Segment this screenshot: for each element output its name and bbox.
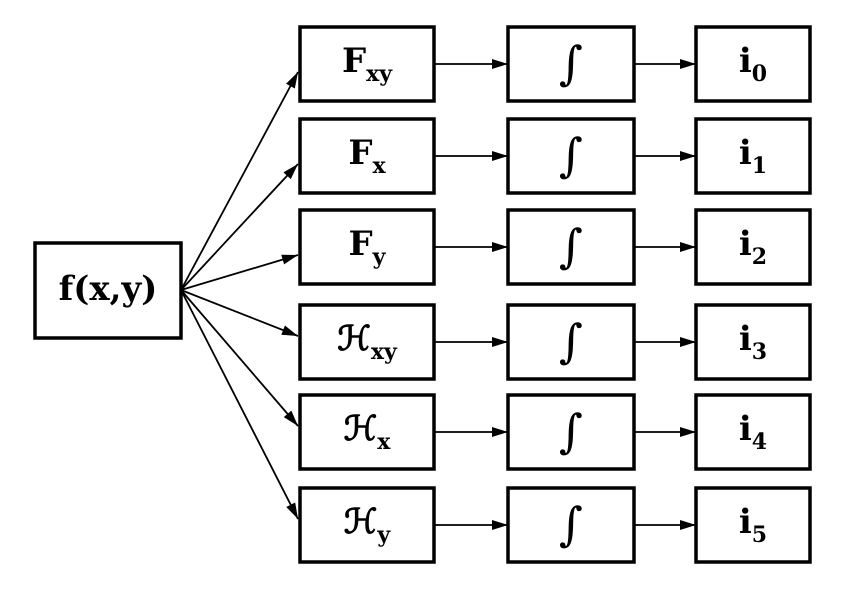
output-label-0: i0 xyxy=(739,41,767,87)
connectors xyxy=(180,59,696,530)
integral-icon-5: ∫ xyxy=(559,497,583,551)
output-label-1: i1 xyxy=(739,133,767,179)
integrator-to-output-arrow-2-head xyxy=(680,242,696,252)
integrator-to-output-arrow-0-head xyxy=(680,59,696,69)
filter-to-integrator-arrow-0-head xyxy=(492,59,508,69)
fan-arrow-1 xyxy=(180,163,299,291)
fan-arrow-5 xyxy=(180,289,299,520)
fan-arrow-4-head xyxy=(283,410,298,426)
row-3: ℋxy ∫ i3 xyxy=(298,303,812,381)
integrator-box-0 xyxy=(506,25,636,103)
fan-arrow-3-head xyxy=(281,325,298,336)
integrator-box-5 xyxy=(506,486,636,564)
filter-to-integrator-arrow-1 xyxy=(434,151,508,161)
integrator-to-output-arrow-1 xyxy=(634,151,696,161)
filter-label-4: ℋx xyxy=(344,409,392,455)
filter-box-4 xyxy=(298,393,436,471)
integrator-box-2 xyxy=(506,208,636,286)
row-2: Fy ∫ i2 xyxy=(298,208,812,286)
fan-arrow-2-head xyxy=(281,254,298,265)
filter-box-2 xyxy=(298,208,436,286)
fan-arrow-3 xyxy=(180,289,299,337)
filter-to-integrator-arrow-0 xyxy=(434,59,508,69)
integrator-box-3 xyxy=(506,303,636,381)
output-label-4: i4 xyxy=(739,409,767,455)
integrator-to-output-arrow-5 xyxy=(634,520,696,530)
filter-to-integrator-arrow-5-head xyxy=(492,520,508,530)
output-box-5 xyxy=(694,486,812,564)
integral-icon-0: ∫ xyxy=(559,36,583,90)
filter-to-integrator-arrow-1-head xyxy=(492,151,508,161)
integrator-box-1 xyxy=(506,117,636,195)
integrator-to-output-arrow-0 xyxy=(634,59,696,69)
filter-to-integrator-arrow-2-head xyxy=(492,242,508,252)
output-label-5: i5 xyxy=(739,502,767,548)
filter-to-integrator-arrow-3 xyxy=(434,337,508,347)
filter-to-integrator-arrow-3-head xyxy=(492,337,508,347)
row-0: Fxy ∫ i0 xyxy=(298,25,812,103)
output-box-3 xyxy=(694,303,812,381)
filter-to-integrator-arrow-4 xyxy=(434,427,508,437)
integrator-box-4 xyxy=(506,393,636,471)
source-block: f(x,y) xyxy=(33,241,183,340)
filter-to-integrator-arrow-4-head xyxy=(492,427,508,437)
filter-label-3: ℋxy xyxy=(337,319,398,365)
integrator-to-output-arrow-1-head xyxy=(680,151,696,161)
fan-arrow-5-head xyxy=(286,502,298,519)
integral-icon-1: ∫ xyxy=(559,128,583,182)
output-box-0 xyxy=(694,25,812,103)
filter-label-5: ℋy xyxy=(344,502,392,548)
integrator-to-output-arrow-3 xyxy=(634,337,696,347)
output-box-2 xyxy=(694,208,812,286)
filter-box-1 xyxy=(298,117,436,195)
output-box-1 xyxy=(694,117,812,195)
fan-arrow-1-head xyxy=(283,164,298,180)
filter-to-integrator-arrow-5 xyxy=(434,520,508,530)
row-1: Fx ∫ i1 xyxy=(298,117,812,195)
fan-arrow-2 xyxy=(180,254,299,291)
integrator-to-output-arrow-2 xyxy=(634,242,696,252)
integrator-to-output-arrow-4-head xyxy=(680,427,696,437)
integrator-to-output-arrow-5-head xyxy=(680,520,696,530)
integrator-to-output-arrow-3-head xyxy=(680,337,696,347)
filter-to-integrator-arrow-2 xyxy=(434,242,508,252)
integral-icon-4: ∫ xyxy=(559,404,583,458)
fan-arrow-0-head xyxy=(286,72,298,89)
filter-label-1: Fx xyxy=(348,133,386,179)
filter-box-0 xyxy=(298,25,436,103)
filter-box-3 xyxy=(298,303,436,381)
row-4: ℋx ∫ i4 xyxy=(298,393,812,471)
output-label-2: i2 xyxy=(739,224,767,270)
fan-arrow-4 xyxy=(180,289,299,427)
integral-icon-3: ∫ xyxy=(559,314,583,368)
integrator-to-output-arrow-4 xyxy=(634,427,696,437)
filter-box-5 xyxy=(298,486,436,564)
source-box xyxy=(33,241,183,340)
source-label: f(x,y) xyxy=(59,269,158,309)
integral-icon-2: ∫ xyxy=(559,219,583,273)
filter-label-2: Fy xyxy=(349,224,387,270)
output-box-4 xyxy=(694,393,812,471)
row-5: ℋy ∫ i5 xyxy=(298,486,812,564)
output-label-3: i3 xyxy=(739,319,767,365)
filter-label-0: Fxy xyxy=(342,41,393,87)
fan-arrow-0 xyxy=(180,71,299,291)
